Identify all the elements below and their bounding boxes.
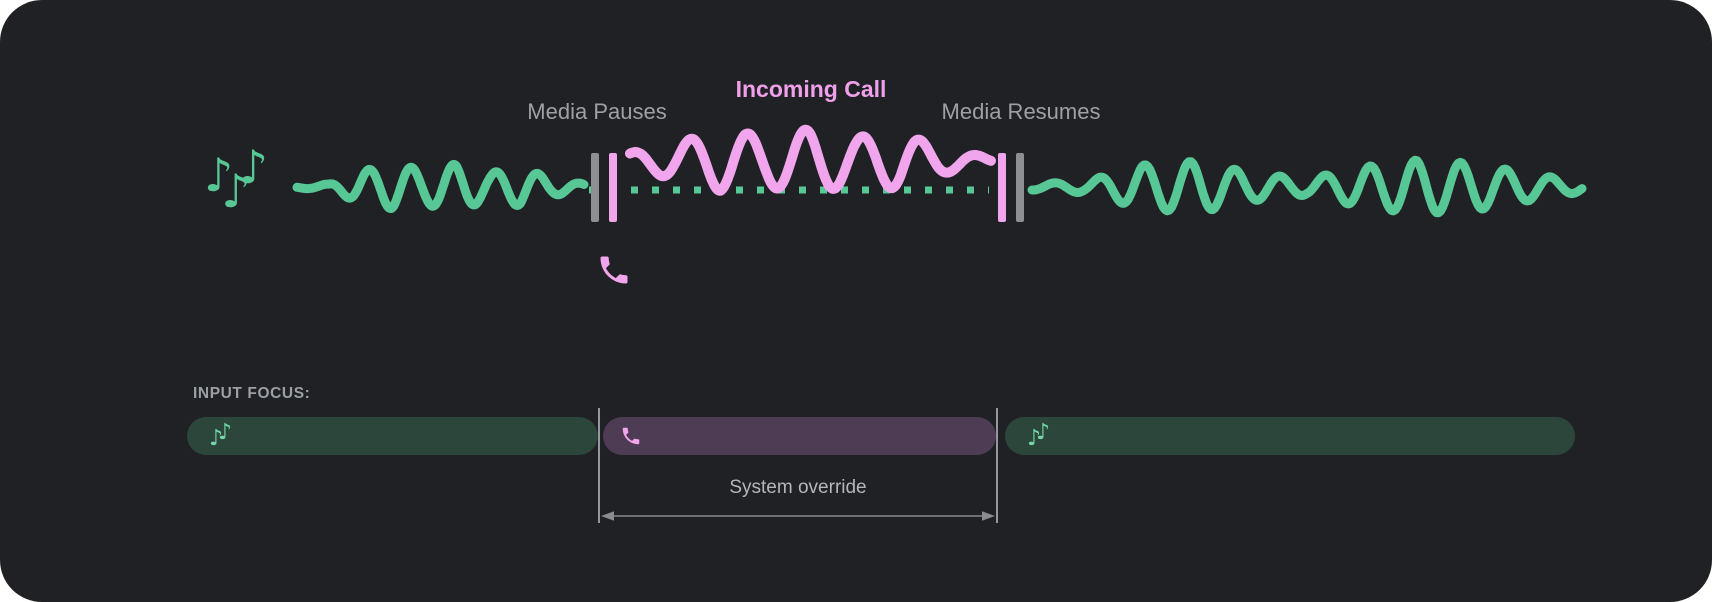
pause-barrier-gray-bar (591, 153, 599, 222)
focus-segment-media-after: ♪♪ (1005, 417, 1575, 455)
media-waveform-after-call (1027, 155, 1587, 218)
media-waveform-before-call (292, 159, 589, 213)
music-notes-icon: ♪♪♪ (204, 140, 269, 214)
music-note-glyph: ♪ (209, 426, 224, 451)
phone-icon (622, 427, 640, 445)
focus-segment-media-before: ♪♪ (187, 417, 598, 455)
music-note-glyph: ♪ (204, 148, 234, 202)
resume-barrier-pink-bar (998, 153, 1006, 222)
input-focus-heading: INPUT FOCUS: (193, 385, 311, 402)
focus-segment-call (603, 417, 996, 455)
music-note-glyph: ♪ (238, 140, 269, 194)
incoming-call-waveform (625, 124, 996, 196)
system-override-arrow (601, 511, 995, 521)
media-pauses-label: Media Pauses (527, 99, 667, 124)
media-resumes-label: Media Resumes (941, 99, 1101, 124)
music-note-glyph: ♪ (221, 164, 251, 218)
music-note-glyph: ♪ (1036, 420, 1051, 445)
music-notes-icon: ♪♪ (1027, 420, 1051, 451)
incoming-call-label: Incoming Call (735, 76, 887, 102)
pause-barrier-pink-bar (609, 153, 617, 222)
resume-barrier-gray-bar (1016, 153, 1024, 222)
arrowhead-left (601, 511, 614, 521)
override-boundary-line-right (996, 408, 998, 523)
music-notes-icon: ♪♪ (209, 420, 233, 451)
system-override-label: System override (729, 477, 867, 498)
music-note-glyph: ♪ (218, 420, 233, 445)
phone-icon (600, 256, 628, 284)
arrowhead-right (982, 511, 995, 521)
music-note-glyph: ♪ (1027, 426, 1042, 451)
override-boundary-line-left (598, 408, 600, 523)
